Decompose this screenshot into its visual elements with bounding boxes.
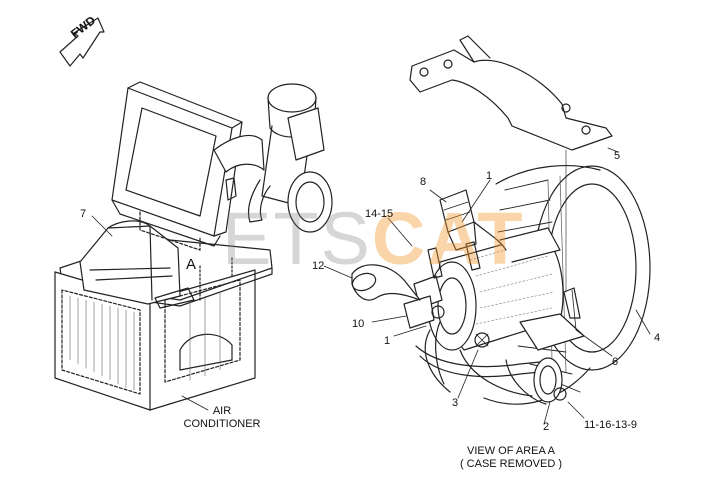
air-conditioner-caption-line2: CONDITIONER: [183, 418, 261, 430]
callout-4: 4: [654, 332, 661, 344]
reference-number: 11-16-13-9: [584, 419, 637, 431]
view-caption: VIEW OF AREA A ( CASE REMOVED ): [446, 445, 576, 471]
callout-10: 10: [352, 318, 365, 330]
view-caption-line1: VIEW OF AREA A: [466, 445, 556, 457]
air-conditioner-drawing: [54, 81, 333, 411]
callout-8: 8: [420, 176, 427, 188]
callout-area-a: A: [186, 256, 197, 273]
callout-1-bottom: 1: [384, 335, 391, 347]
callout-5: 5: [614, 150, 621, 162]
callout-12: 12: [312, 260, 325, 272]
callout-6: 6: [612, 356, 619, 368]
air-conditioner-caption: AIR CONDITIONER: [172, 405, 272, 431]
fwd-arrow-icon: [59, 17, 105, 67]
leader-lines: [91, 147, 651, 425]
callout-7: 7: [80, 208, 87, 220]
bracket-drawing: [409, 35, 613, 151]
motor-drawing: [351, 189, 585, 405]
callout-1-top: 1: [486, 170, 493, 182]
callout-3: 3: [452, 397, 459, 409]
view-caption-line2: ( CASE REMOVED ): [459, 458, 563, 470]
callout-14-15: 14-15: [365, 208, 394, 220]
callout-2: 2: [543, 421, 550, 433]
air-conditioner-caption-line1: AIR: [212, 405, 232, 417]
